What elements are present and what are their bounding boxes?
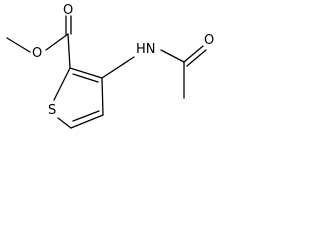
bond-c2-c3 [69, 67, 103, 79]
ester-carbonyl-oxygen-label: O [63, 3, 73, 18]
amide-oxygen-label: O [204, 33, 214, 48]
ester-oxygen-label: O [32, 46, 42, 61]
chemical-structure-diagram: O O HN O S [6, 3, 214, 129]
bond-n-carbonyl [160, 49, 185, 63]
bond-c4-c5 [70, 114, 104, 129]
bond-s1-c2 [53, 67, 71, 101]
bond-c4-c5-double [72, 110, 100, 122]
amide-nitrogen-label: HN [136, 42, 156, 57]
bond-ester-o-methyl [6, 37, 31, 53]
bond-carbonyl-ester-o [45, 33, 69, 51]
bond-carbonyl-o-double-a [183, 45, 204, 63]
bond-c2-c3-double [72, 73, 99, 83]
acetamide-group [101, 45, 207, 99]
methyl-ester-group [6, 15, 72, 69]
bond-c3-c4 [101, 77, 104, 116]
bond-c5-s1 [57, 117, 72, 129]
ring-sulfur-label: S [48, 103, 56, 118]
bond-c3-n [101, 56, 135, 79]
bond-c2-carbonyl [67, 33, 71, 69]
thiophene-ring [53, 67, 104, 129]
bond-carbonyl-o-double-b [186, 49, 207, 67]
